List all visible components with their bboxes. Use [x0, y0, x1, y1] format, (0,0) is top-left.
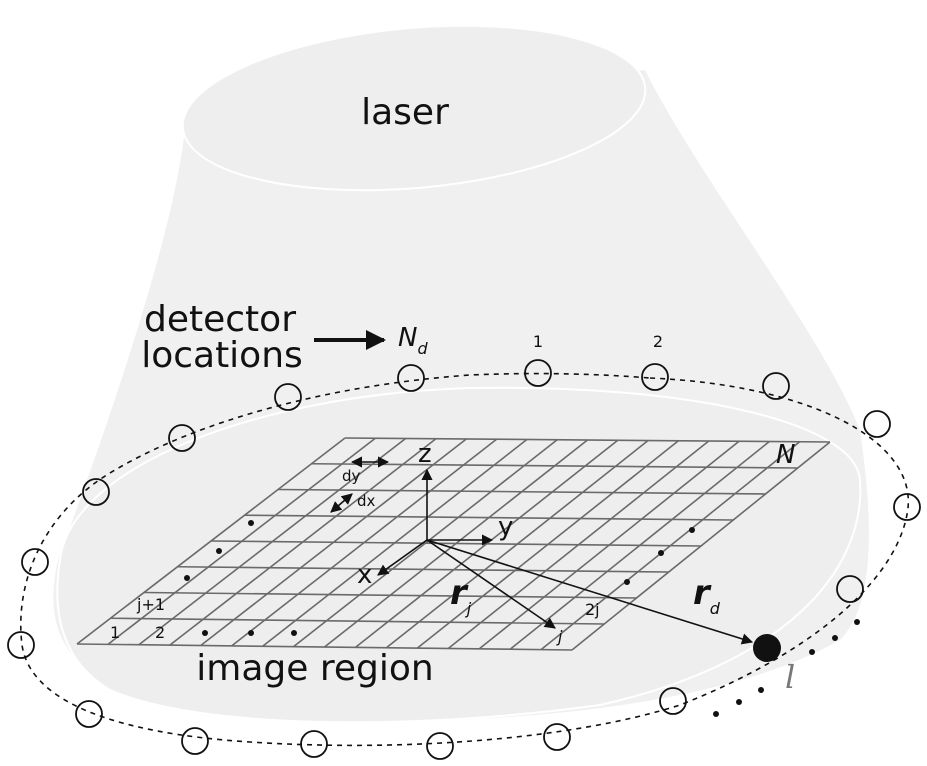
orbit-ellipsis-dots	[713, 619, 860, 717]
grid-row-line	[76, 643, 573, 651]
detector-circle	[524, 359, 552, 387]
pixel-dots	[184, 520, 695, 636]
pixel-dot	[216, 548, 222, 554]
detector-circle	[75, 700, 103, 728]
pixel-1-label: 1	[110, 623, 120, 642]
detector-2-label: 2	[653, 332, 663, 351]
detector-circle	[863, 410, 891, 438]
pixel-dot	[202, 630, 208, 636]
pixel-dot	[658, 550, 664, 556]
detector-circle	[836, 575, 864, 603]
detector-circle	[82, 478, 110, 506]
image-grid	[76, 437, 831, 651]
detector-label-line2: locations	[141, 335, 303, 376]
x-axis-label: x	[357, 560, 372, 590]
image-region-ellipse	[56, 386, 862, 724]
image-region-label: image region	[196, 648, 433, 689]
detector-circle	[543, 723, 571, 751]
ellipsis-dot	[758, 687, 764, 693]
n-d-sub: d	[417, 339, 428, 358]
laser-source-ellipse	[181, 24, 647, 192]
pixel-2j-label: 2j	[585, 600, 600, 619]
grid-row-line	[344, 437, 831, 443]
pixel-j-label: j	[556, 627, 563, 646]
detector-l-marker	[753, 634, 781, 662]
detector-1-label: 1	[533, 332, 543, 351]
r-d-label: rd	[693, 573, 721, 618]
detector-circle	[659, 687, 687, 715]
ellipsis-dot	[809, 649, 815, 655]
detector-circle	[168, 424, 196, 452]
pixel-dot	[291, 630, 297, 636]
detector-circle	[21, 548, 49, 576]
detector-l-label: l	[785, 658, 795, 696]
grid-row-line	[277, 488, 766, 495]
n-d-main: N	[398, 323, 417, 353]
z-axis-label: z	[418, 439, 432, 469]
detector-circle	[397, 364, 425, 392]
grid-n-label: N	[776, 440, 795, 470]
pixel-dot	[248, 520, 254, 526]
grid-row-line	[311, 462, 798, 469]
dy-label: dy	[342, 467, 361, 485]
grid-row-line	[244, 514, 734, 521]
x-axis-arrow	[377, 539, 428, 576]
r-j-vector	[426, 539, 556, 629]
grid-row-line	[177, 565, 669, 573]
detector-circle	[7, 631, 35, 659]
dx-label: dx	[357, 492, 376, 510]
n-d-label: Nd	[398, 323, 428, 358]
r-j-main: r	[450, 573, 469, 613]
ellipsis-dot	[854, 619, 860, 625]
detector-circle	[274, 383, 302, 411]
pixel-j1-label: j+1	[136, 595, 165, 614]
r-d-vector	[426, 539, 754, 645]
detector-circle	[893, 493, 921, 521]
r-d-main: r	[693, 573, 712, 613]
detector-circle	[762, 372, 790, 400]
grid-row-line	[143, 591, 637, 599]
grid-row-line	[110, 617, 605, 625]
detector-circle	[300, 730, 328, 758]
pixel-2-label: 2	[155, 623, 165, 642]
detector-circles	[7, 359, 921, 760]
pixel-dot	[248, 630, 254, 636]
r-j-sub: j	[465, 599, 472, 618]
y-axis-label: y	[498, 512, 513, 542]
detector-circle	[426, 732, 454, 760]
grid-row-line	[210, 540, 702, 547]
r-d-sub: d	[710, 599, 721, 618]
detector-label-line1: detector	[144, 299, 296, 340]
detector-orbit	[20, 372, 909, 747]
pixel-dot	[184, 575, 190, 581]
pixel-dot	[689, 527, 695, 533]
ellipsis-dot	[736, 699, 742, 705]
ellipsis-dot	[832, 635, 838, 641]
detector-circle	[181, 727, 209, 755]
detector-circle	[641, 363, 669, 391]
r-j-label: rj	[450, 573, 472, 618]
ellipsis-dot	[713, 711, 719, 717]
pixel-dot	[624, 579, 630, 585]
dx-arrow	[330, 493, 353, 513]
laser-label: laser	[361, 92, 449, 133]
